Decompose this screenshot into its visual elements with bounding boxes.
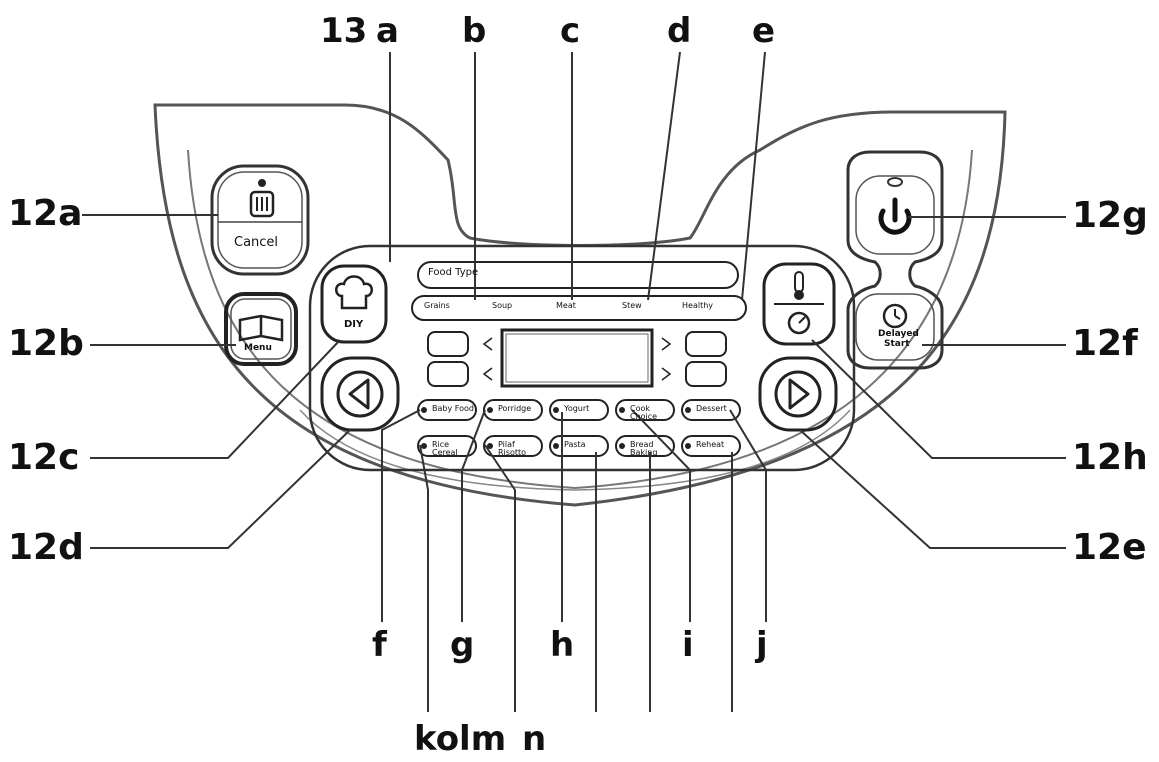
program-indicator-dot: [619, 407, 625, 413]
program-button[interactable]: [483, 435, 543, 457]
indicator-temperature: [685, 331, 727, 357]
thermometer-icon: [794, 271, 804, 300]
power-button[interactable]: [846, 150, 944, 370]
program-button[interactable]: [417, 435, 477, 457]
cancel-icon: [249, 190, 275, 218]
food-type-strip: [417, 261, 739, 289]
cancel-button[interactable]: [210, 164, 310, 276]
callout-b: b: [462, 11, 487, 51]
food-category-label: Healthy: [682, 301, 714, 310]
callout-d: d: [667, 11, 692, 51]
delayed-start-label-2: Start: [884, 339, 910, 349]
temp-time-button[interactable]: [762, 262, 836, 346]
control-frame: [308, 244, 856, 472]
program-indicator-dot: [685, 443, 691, 449]
program-button[interactable]: [549, 399, 609, 421]
program-button[interactable]: [615, 399, 675, 421]
panel-outline: [153, 103, 1007, 507]
callout-n: n: [522, 719, 547, 759]
callout-12g: 12g: [1072, 195, 1148, 236]
lcd-display: [500, 328, 654, 388]
indicator-clock: [427, 361, 469, 387]
diy-button-label: DIY: [344, 319, 364, 330]
callout-12c: 12c: [8, 437, 80, 478]
program-row-2: [417, 435, 741, 457]
callout-i: i: [682, 625, 694, 665]
clock-icon: [882, 303, 908, 329]
program-button[interactable]: [549, 435, 609, 457]
food-type-label: Food Type: [428, 267, 479, 278]
menu-button-label: Menu: [244, 343, 272, 353]
food-category-label: Soup: [492, 301, 513, 310]
food-category-label: Stew: [622, 301, 642, 310]
program-indicator-dot: [553, 443, 559, 449]
callout-12h: 12h: [1072, 437, 1148, 478]
program-button[interactable]: [615, 435, 675, 457]
program-label: Rice Cereal: [432, 440, 458, 457]
program-label: Yogurt: [564, 404, 590, 413]
callout-13: 13: [320, 11, 368, 51]
arrow-left-icon: [348, 378, 370, 410]
food-category-label: Meat: [556, 301, 576, 310]
menu-book-icon: [238, 314, 284, 342]
indicator-timer: [685, 361, 727, 387]
callout-e: e: [752, 11, 776, 51]
panel-inner-rim-2: [299, 409, 851, 491]
program-button[interactable]: [681, 399, 741, 421]
program-indicator-dot: [619, 443, 625, 449]
program-indicator-dot: [487, 443, 493, 449]
chef-hat-icon: [335, 275, 373, 310]
callout-12b: 12b: [8, 323, 84, 364]
delayed-start-button[interactable]: [855, 293, 935, 361]
program-label: Dessert: [696, 404, 727, 413]
callout-j: j: [756, 625, 768, 665]
indicator-diy: [427, 331, 469, 357]
callout-12e: 12e: [1072, 527, 1147, 568]
program-indicator-dot: [421, 407, 427, 413]
power-icon: [878, 197, 912, 235]
program-label: Bread Baking: [630, 440, 658, 457]
delayed-start-label-1: Delayed: [878, 329, 919, 339]
program-indicator-dot: [487, 407, 493, 413]
callout-12f: 12f: [1072, 323, 1138, 364]
program-label: Pilaf Risotto: [498, 440, 527, 457]
program-label: Baby Food: [432, 404, 474, 413]
program-button[interactable]: [681, 435, 741, 457]
callout-h: h: [550, 625, 575, 665]
diy-button[interactable]: [320, 264, 388, 344]
menu-button[interactable]: [224, 292, 298, 366]
program-label: Reheat: [696, 440, 725, 449]
program-indicator-dot: [685, 407, 691, 413]
cancel-button-label: Cancel: [234, 235, 279, 250]
program-indicator-dot: [421, 443, 427, 449]
food-category-strip: [411, 295, 747, 321]
program-label: Pasta: [564, 440, 586, 449]
callout-g: g: [450, 625, 475, 665]
program-label: Porridge: [498, 404, 532, 413]
callout-f: f: [372, 625, 387, 665]
callout-kolm: kolm: [414, 719, 507, 759]
leader-lines: [82, 51, 1066, 712]
food-category-label: Grains: [424, 301, 450, 310]
program-label: Cook Choice: [630, 404, 658, 421]
arrow-right-icon: [788, 378, 810, 410]
left-arrow-button[interactable]: [320, 356, 400, 432]
callout-c: c: [560, 11, 581, 51]
program-indicator-dot: [553, 407, 559, 413]
callout-a: a: [376, 11, 399, 51]
panel-inner-rim: [187, 149, 973, 490]
callout-12d: 12d: [8, 527, 84, 568]
right-arrow-button[interactable]: [758, 356, 838, 432]
callout-12a: 12a: [8, 193, 83, 234]
timer-icon: [787, 311, 811, 335]
